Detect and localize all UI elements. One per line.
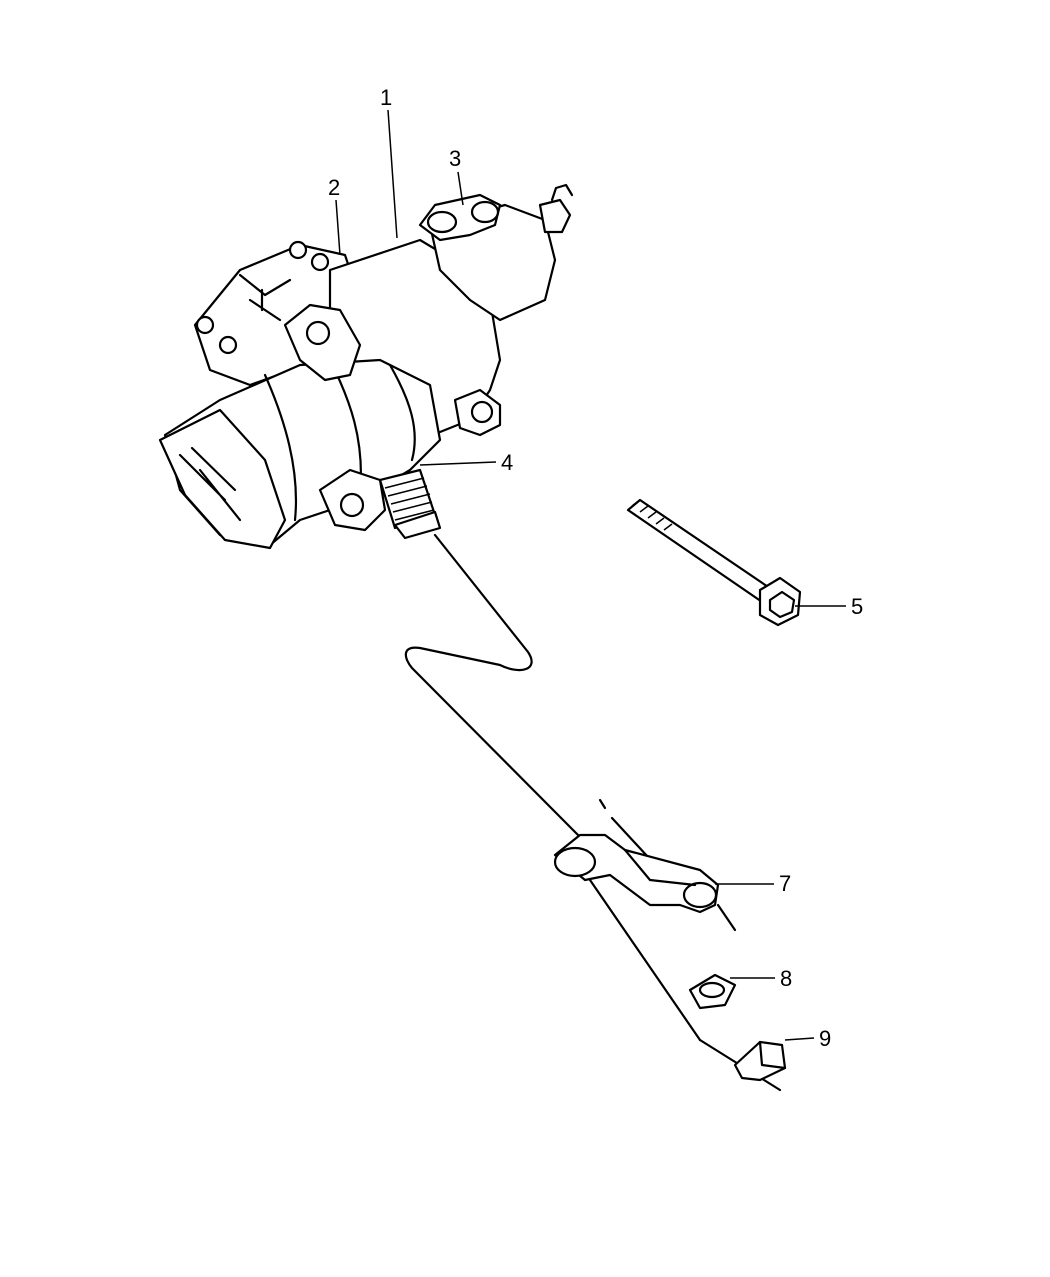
callout-7: 7 — [779, 871, 791, 896]
callout-8: 8 — [780, 966, 792, 991]
bolt[interactable] — [626, 498, 802, 627]
nut[interactable] — [733, 1040, 787, 1082]
callout-9: 9 — [819, 1026, 831, 1051]
clip[interactable] — [688, 973, 737, 1010]
leader-lines — [335, 109, 846, 1041]
callout-4: 4 — [501, 450, 513, 475]
hose-line — [404, 533, 580, 837]
callout-3: 3 — [449, 146, 461, 171]
callout-2: 2 — [328, 175, 340, 200]
callout-1: 1 — [380, 85, 392, 110]
callout-5: 5 — [851, 594, 863, 619]
bracket[interactable] — [553, 833, 720, 914]
steering-gear-assembly[interactable] — [158, 183, 574, 550]
centerline — [598, 798, 607, 810]
